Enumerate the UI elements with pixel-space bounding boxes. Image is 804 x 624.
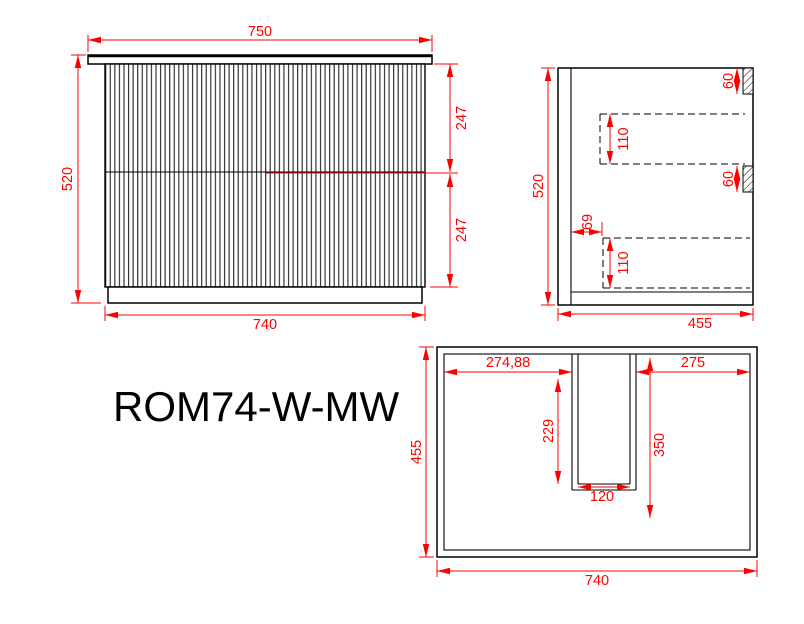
dim-text-plan-bottom-width: 740 xyxy=(585,573,609,589)
dim-plan-center-gap: 120 xyxy=(578,483,630,505)
dim-side-mid-bracket: 60 xyxy=(721,166,741,192)
model-number: ROM74-W-MW xyxy=(113,383,400,430)
plan-view: 274,88 275 229 350 120 455 xyxy=(409,346,758,589)
dim-text-side-depth: 455 xyxy=(688,316,712,332)
plinth xyxy=(107,286,423,304)
dim-front-top-width: 750 xyxy=(87,24,433,52)
dim-text-left-section: 274,88 xyxy=(486,355,530,371)
dim-side-height: 520 xyxy=(531,67,555,306)
dim-text-plan-depth: 455 xyxy=(409,440,425,464)
dim-side-lower-runner: 110 xyxy=(606,238,632,288)
dim-side-top-bracket: 60 xyxy=(721,68,741,94)
dim-text-center-gap: 120 xyxy=(590,489,614,505)
dim-text-upper-drawer: 247 xyxy=(454,106,470,130)
dim-text-right-section: 275 xyxy=(681,355,705,371)
mid-mount-bracket xyxy=(742,165,754,193)
dim-front-bottom-width: 740 xyxy=(104,306,426,333)
side-view: 60 110 60 69 110 520 xyxy=(531,67,754,332)
dim-text-lower-runner: 110 xyxy=(616,251,632,274)
dim-text-mid-bracket: 60 xyxy=(721,171,737,187)
front-view: 750 520 247 247 740 xyxy=(60,24,470,333)
dim-plan-left-cavity: 229 xyxy=(541,379,562,484)
dim-text-runner-offset: 69 xyxy=(580,214,596,230)
dim-front-height: 520 xyxy=(60,54,101,304)
dim-side-depth: 455 xyxy=(557,308,754,332)
dim-plan-left-section: 274,88 xyxy=(444,355,572,376)
dim-side-upper-runner: 110 xyxy=(606,114,632,164)
plan-inner-panels xyxy=(443,353,751,551)
dim-plan-right-section: 275 xyxy=(636,355,750,376)
dim-side-runner-offset: 69 xyxy=(571,214,603,236)
dim-text-side-height: 520 xyxy=(531,174,547,198)
dim-text-lower-drawer: 247 xyxy=(454,218,470,242)
dim-plan-bottom-width: 740 xyxy=(436,560,758,589)
top-mount-bracket xyxy=(742,67,754,95)
dim-plan-right-cavity: 350 xyxy=(646,358,668,518)
dim-text-right-cavity: 350 xyxy=(652,433,668,457)
dim-text-top-bracket: 60 xyxy=(721,73,737,89)
dim-text-front-top-width: 750 xyxy=(248,24,272,40)
dim-plan-depth: 455 xyxy=(409,346,434,558)
dim-front-drawers: 247 247 xyxy=(266,63,470,288)
dim-text-front-bottom-width: 740 xyxy=(253,317,277,333)
cabinet-body-fluted xyxy=(104,63,426,288)
plan-outline xyxy=(436,346,758,558)
dim-text-left-cavity: 229 xyxy=(541,419,557,443)
dim-text-upper-runner: 110 xyxy=(616,127,632,150)
dim-text-front-height: 520 xyxy=(60,167,76,191)
